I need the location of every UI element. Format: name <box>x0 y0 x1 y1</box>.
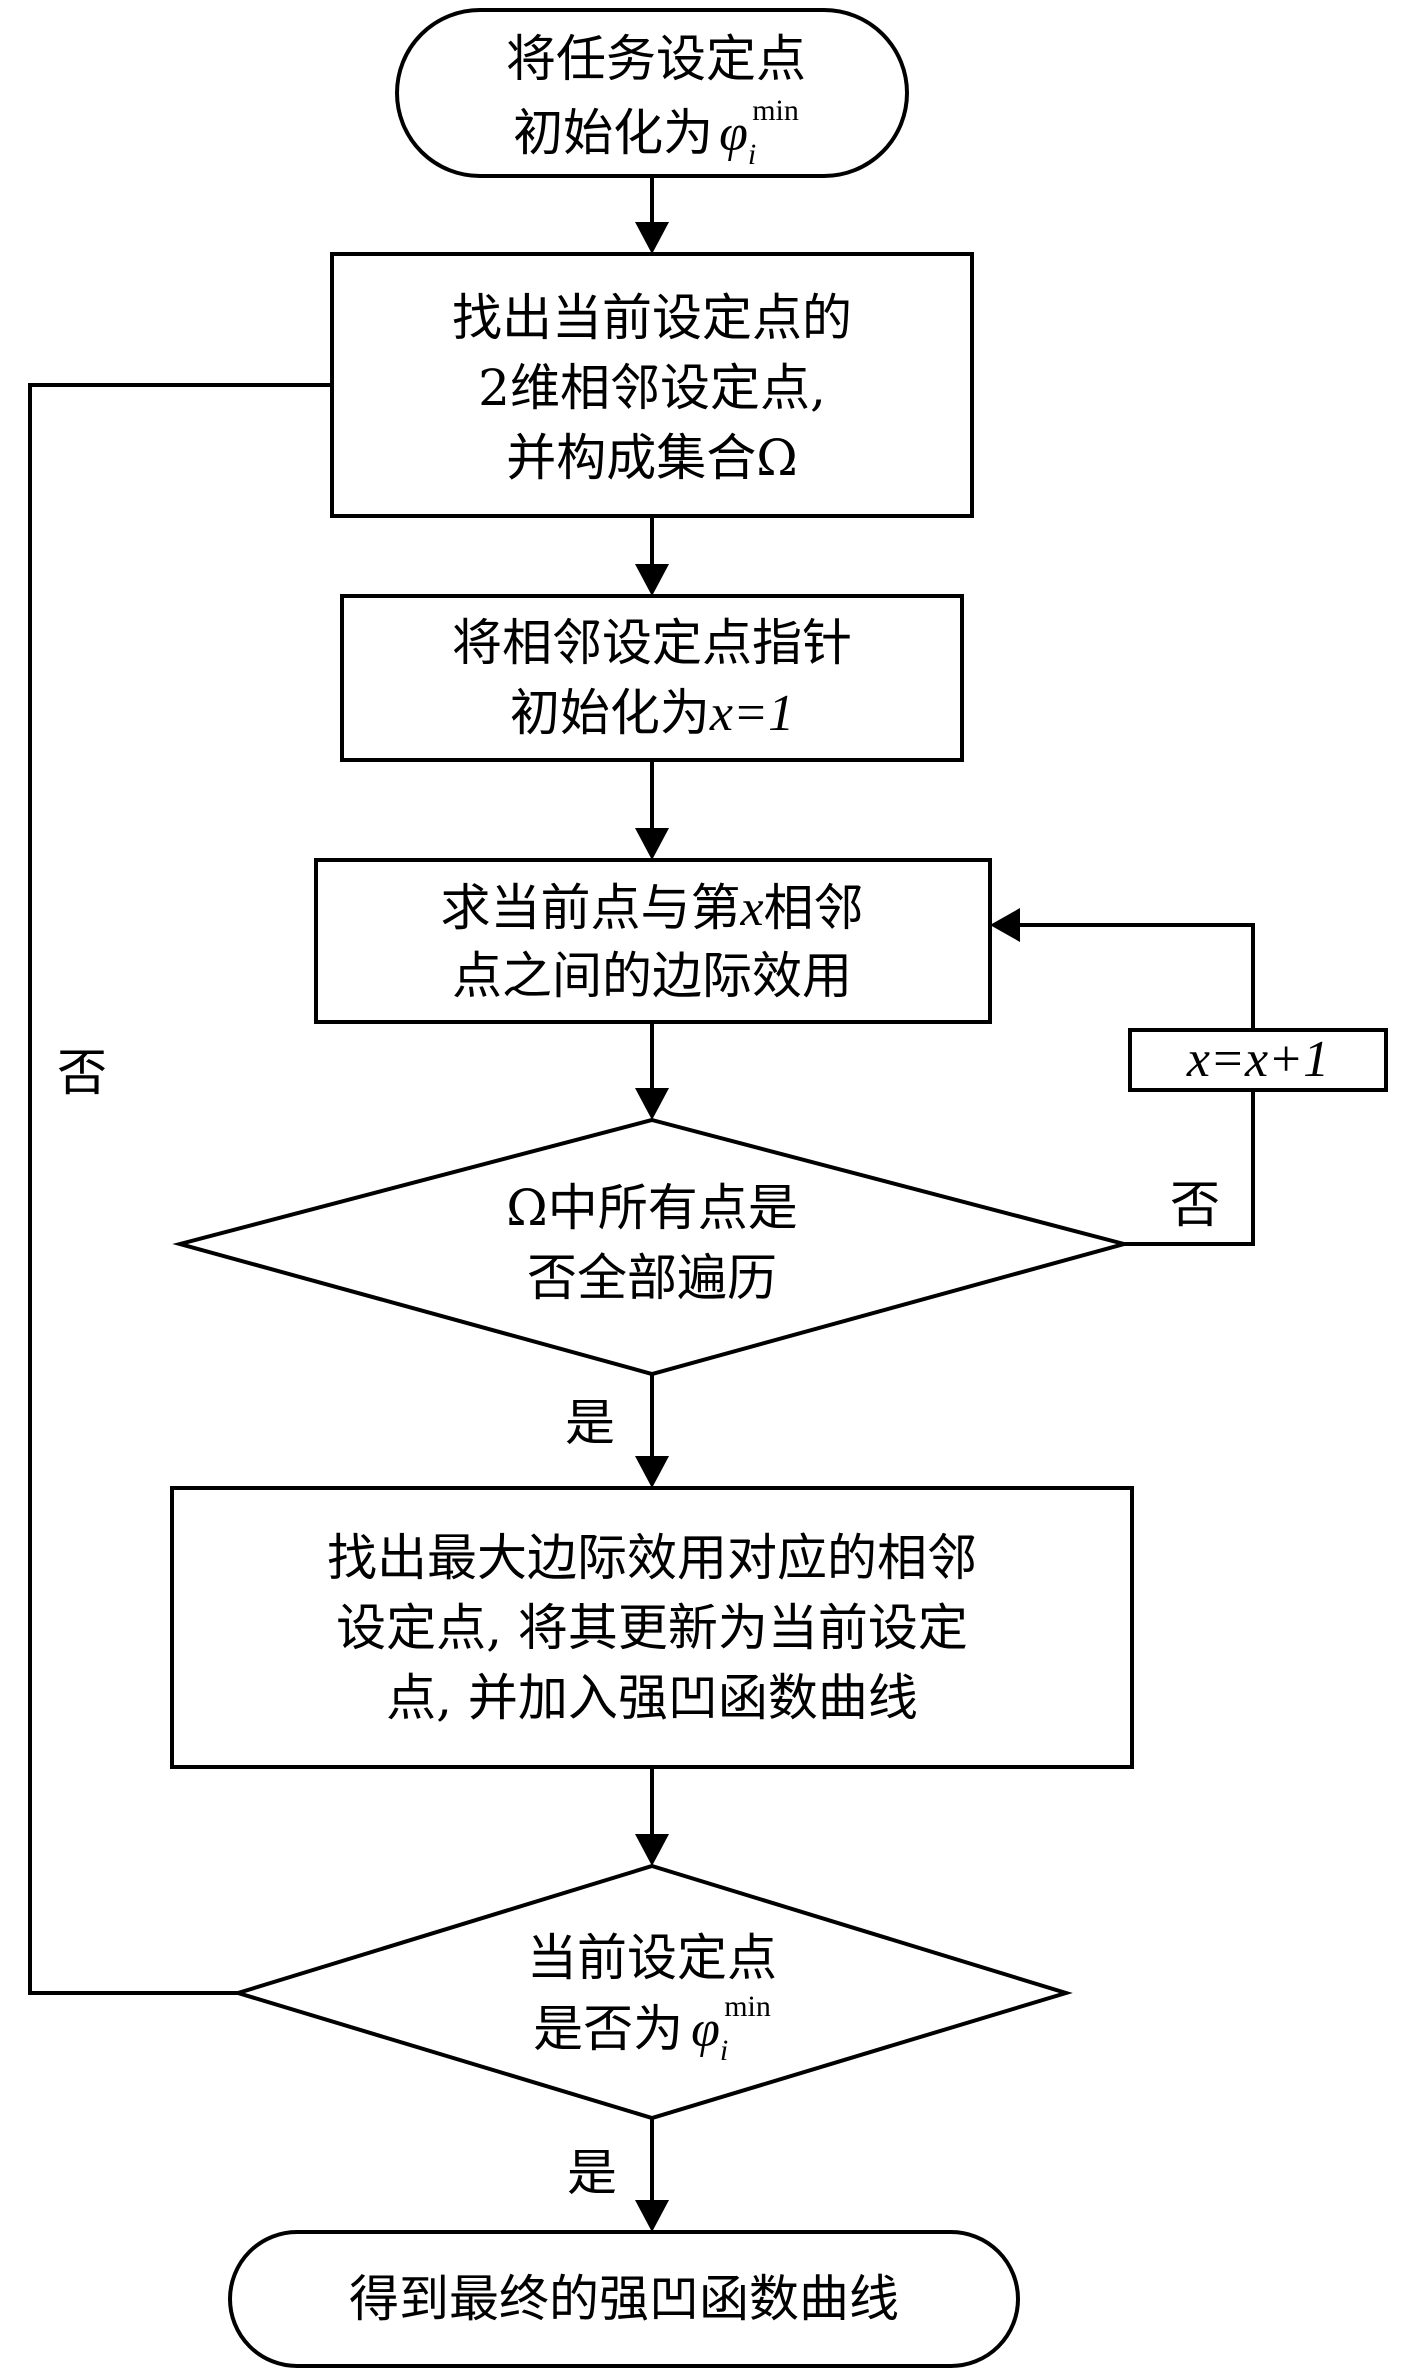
marginal-utility-line1: 求当前点与第x相邻 <box>440 879 863 937</box>
arrowhead-find-to-init <box>635 564 669 596</box>
decision-is-min-shape <box>231 1863 1073 2121</box>
marginal-utility-suffix: 相邻 <box>764 879 864 937</box>
process-find-neighbors: 找出当前设定点的 2维相邻设定点, 并构成集合Ω <box>330 252 974 518</box>
arrowhead-increment-to-utility <box>990 908 1020 942</box>
decision-is-min-prefix: 是否为 <box>533 2000 683 2058</box>
end-terminal-shape <box>228 2230 1020 2368</box>
process-marginal-utility: 求当前点与第x相邻 点之间的边际效用 <box>314 858 992 1024</box>
marginal-utility-line2: 点之间的边际效用 <box>452 947 852 1005</box>
phi-symbol: φ <box>691 2001 720 2058</box>
process-increment-shape <box>1128 1028 1388 1092</box>
decision-traversed-shape <box>172 1117 1132 1377</box>
arrowhead-ismin-to-end <box>635 2200 669 2232</box>
process-update: 找出最大边际效用对应的相邻 设定点, 将其更新为当前设定 点, 并加入强凹函数曲… <box>170 1486 1134 1769</box>
phi-superscript: min <box>724 1990 771 2023</box>
decision-is-min-yes-label: 是 <box>567 2144 617 2202</box>
update-line1: 找出最大边际效用对应的相邻 <box>327 1529 977 1587</box>
arrowhead-decision-to-update <box>635 1456 669 1488</box>
process-increment: x=x+1 <box>1128 1028 1388 1092</box>
increment-label: x=x+1 <box>1186 1031 1329 1088</box>
phi-symbol: φ <box>719 105 748 162</box>
phi-subscript: i <box>720 2034 728 2067</box>
phi-superscript: min <box>752 94 799 127</box>
process-find-neighbors-shape <box>330 252 974 518</box>
start-label-line1: 将任务设定点 <box>506 30 806 88</box>
connectors <box>28 176 1255 2232</box>
connector-increment-to-utility <box>1012 923 1255 1030</box>
decision-traversed-yes-label: 是 <box>565 1394 615 1452</box>
arrowhead-utility-to-decision <box>635 1088 669 1120</box>
init-pointer-line1: 将相邻设定点指针 <box>452 614 852 672</box>
phi-subscript: i <box>748 138 756 171</box>
decision-is-min-line1: 当前设定点 <box>527 1929 777 1987</box>
end-label: 得到最终的强凹函数曲线 <box>349 2270 899 2328</box>
init-pointer-prefix: 初始化为 <box>510 684 710 742</box>
process-init-pointer: 将相邻设定点指针 初始化为x=1 <box>340 594 964 762</box>
init-pointer-line2: 初始化为x=1 <box>510 684 794 742</box>
decision-traversed-line1: Ω中所有点是 <box>506 1179 797 1237</box>
init-pointer-math: x=1 <box>709 685 794 742</box>
find-neighbors-line1: 找出当前设定点的 <box>452 289 852 347</box>
find-neighbors-line2: 2维相邻设定点, <box>478 359 826 417</box>
end-terminal: 得到最终的强凹函数曲线 <box>228 2230 1020 2368</box>
update-line3: 点, 并加入强凹函数曲线 <box>386 1669 918 1727</box>
find-neighbors-line3: 并构成集合Ω <box>506 429 797 487</box>
decision-is-min-no-label: 否 <box>57 1044 107 1102</box>
decision-traversed: Ω中所有点是 否全部遍历 否 是 <box>172 1117 1220 1452</box>
update-line2: 设定点, 将其更新为当前设定 <box>336 1599 968 1657</box>
connector-ismin-loop-back <box>28 383 332 1995</box>
process-marginal-utility-shape <box>314 858 992 1024</box>
decision-traversed-line2: 否全部遍历 <box>527 1249 777 1307</box>
start-label-prefix: 初始化为 <box>513 104 713 162</box>
start-terminal-shape <box>395 8 909 178</box>
arrowhead-update-to-ismin <box>635 1834 669 1866</box>
marginal-utility-prefix: 求当前点与第 <box>440 879 740 937</box>
marginal-utility-x: x <box>739 880 763 937</box>
arrowhead-init-to-utility <box>635 828 669 860</box>
connector-decision-to-increment <box>1124 1090 1255 1246</box>
process-update-shape <box>170 1486 1134 1769</box>
arrowhead-start-to-find <box>635 222 669 254</box>
decision-traversed-no-label: 否 <box>1170 1176 1220 1234</box>
process-init-pointer-shape <box>340 594 964 762</box>
